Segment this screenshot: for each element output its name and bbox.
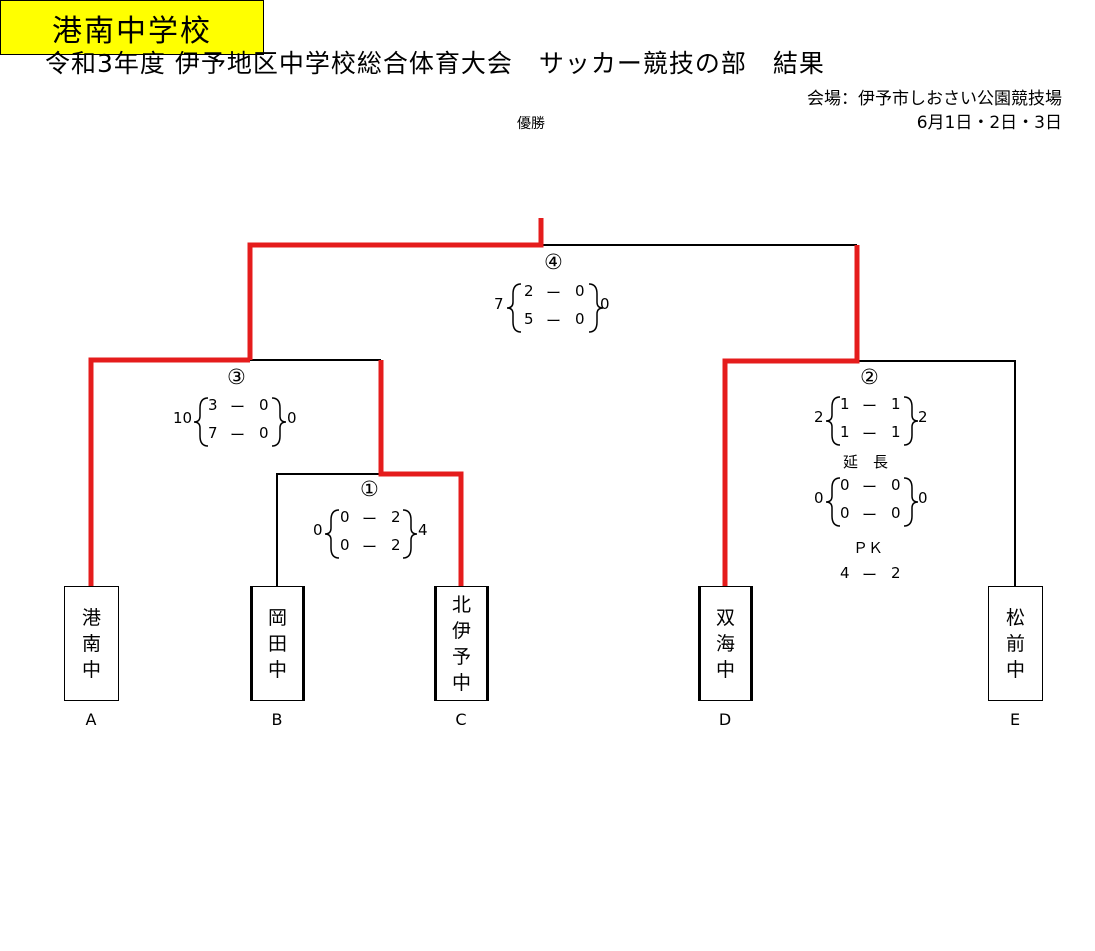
match-2-pk-right: 2 bbox=[891, 564, 901, 582]
match-4-h2-right: 0 bbox=[575, 310, 585, 328]
match-2-extra-label: 延 長 bbox=[843, 453, 889, 471]
champion-label: 優勝 bbox=[517, 116, 545, 132]
match-2-dash: ー bbox=[862, 425, 878, 443]
match-4-dash: ー bbox=[546, 312, 562, 330]
match-3-number: ③ bbox=[227, 365, 246, 389]
team-d-char: 双 bbox=[715, 606, 735, 629]
match-2-dash: ー bbox=[862, 397, 878, 415]
match-2-pk-left: 4 bbox=[840, 564, 850, 582]
team-e-char: 中 bbox=[1005, 658, 1025, 681]
match-3-right-total: 0 bbox=[287, 409, 297, 427]
line-b-to-m1 bbox=[276, 473, 381, 588]
match-2-left-total: 2 bbox=[814, 408, 824, 426]
team-letter-a: A bbox=[85, 710, 97, 729]
match-1-right-total: 4 bbox=[418, 521, 428, 539]
match-1-number: ① bbox=[360, 477, 379, 501]
line-m3-to-m4 bbox=[247, 218, 544, 360]
match-2-h1-left: 1 bbox=[840, 395, 850, 413]
match-2-pk-dash: ー bbox=[862, 566, 878, 584]
match-4-h2-left: 5 bbox=[524, 310, 534, 328]
team-c-char: 予 bbox=[451, 645, 471, 668]
match-3-dash: ー bbox=[230, 398, 246, 416]
match-2-pk-label: ＰＫ bbox=[853, 539, 884, 557]
match-2-extra-h1-left: 0 bbox=[840, 476, 850, 494]
match-4-h1-left: 2 bbox=[524, 282, 534, 300]
team-letter-d: D bbox=[718, 710, 732, 729]
match-4-braces bbox=[506, 283, 604, 333]
champion-name: 港南中学校 bbox=[52, 13, 212, 49]
team-box-a: 港 南 中 bbox=[64, 586, 119, 701]
team-a-char: 中 bbox=[81, 658, 101, 681]
match-4-left-total: 7 bbox=[494, 295, 504, 313]
team-box-d: 双 海 中 bbox=[698, 586, 753, 701]
team-d-char: 海 bbox=[715, 632, 735, 655]
team-d-char: 中 bbox=[715, 658, 735, 681]
match-1-braces bbox=[324, 509, 418, 559]
team-box-e: 松 前 中 bbox=[988, 586, 1043, 701]
match-3-left-total: 10 bbox=[173, 409, 193, 427]
team-letter-e: E bbox=[1009, 710, 1021, 729]
match-4-h1-right: 0 bbox=[575, 282, 585, 300]
team-box-c: 北 伊 予 中 bbox=[434, 586, 489, 701]
match-1-h1-left: 0 bbox=[340, 508, 350, 526]
match-1-dash: ー bbox=[362, 538, 378, 556]
dates-text: 6月1日・2日・3日 bbox=[916, 113, 1062, 133]
match-3-dash: ー bbox=[230, 426, 246, 444]
line-a-to-m3 bbox=[88, 357, 250, 588]
match-2-h2-right: 1 bbox=[891, 423, 901, 441]
match-3-h2-right: 0 bbox=[259, 424, 269, 442]
match-2-dash: ー bbox=[862, 478, 878, 496]
match-2-dash: ー bbox=[862, 506, 878, 524]
match-1-left-total: 0 bbox=[313, 521, 323, 539]
match-2-extra-braces bbox=[825, 477, 919, 527]
line-c-to-m1 bbox=[378, 360, 464, 588]
team-e-char: 松 bbox=[1005, 606, 1025, 629]
venue-text: 会場：伊予市しおさい公園競技場 bbox=[807, 89, 1062, 109]
team-b-char: 田 bbox=[267, 632, 287, 655]
match-3-h2-left: 7 bbox=[208, 424, 218, 442]
match-2-extra-h2-left: 0 bbox=[840, 504, 850, 522]
team-b-char: 中 bbox=[267, 658, 287, 681]
team-a-char: 南 bbox=[81, 632, 101, 655]
match-3-h1-right: 0 bbox=[259, 396, 269, 414]
team-box-b: 岡 田 中 bbox=[250, 586, 305, 701]
match-1-h2-left: 0 bbox=[340, 536, 350, 554]
match-2-extra-left-total: 0 bbox=[814, 489, 824, 507]
line-d-to-m2 bbox=[722, 245, 860, 588]
champion-box: 港南中学校 bbox=[0, 0, 264, 55]
match-1-h2-right: 2 bbox=[391, 536, 401, 554]
match-2-number: ② bbox=[860, 365, 879, 389]
match-1-h1-right: 2 bbox=[391, 508, 401, 526]
match-3-braces bbox=[193, 397, 287, 447]
match-2-extra-h2-right: 0 bbox=[891, 504, 901, 522]
match-4-number: ④ bbox=[544, 250, 563, 274]
match-2-right-total: 2 bbox=[918, 408, 928, 426]
team-e-char: 前 bbox=[1005, 632, 1025, 655]
match-4-dash: ー bbox=[546, 284, 562, 302]
match-2-h1-right: 1 bbox=[891, 395, 901, 413]
page-title: 令和3年度 伊予地区中学校総合体育大会 サッカー競技の部 結果 bbox=[45, 49, 825, 78]
line-e-to-m2 bbox=[857, 360, 1016, 588]
match-1-dash: ー bbox=[362, 510, 378, 528]
match-2-extra-h1-right: 0 bbox=[891, 476, 901, 494]
match-2-braces bbox=[825, 396, 919, 446]
match-2-h2-left: 1 bbox=[840, 423, 850, 441]
match-3-h1-left: 3 bbox=[208, 396, 218, 414]
team-letter-b: B bbox=[271, 710, 283, 729]
team-a-char: 港 bbox=[81, 606, 101, 629]
team-c-char: 中 bbox=[451, 671, 471, 694]
team-b-char: 岡 bbox=[267, 606, 287, 629]
match-4-right-total: 0 bbox=[600, 295, 610, 313]
team-c-char: 伊 bbox=[451, 619, 471, 642]
match-2-extra-right-total: 0 bbox=[918, 489, 928, 507]
team-letter-c: C bbox=[455, 710, 467, 729]
team-c-char: 北 bbox=[451, 593, 471, 616]
